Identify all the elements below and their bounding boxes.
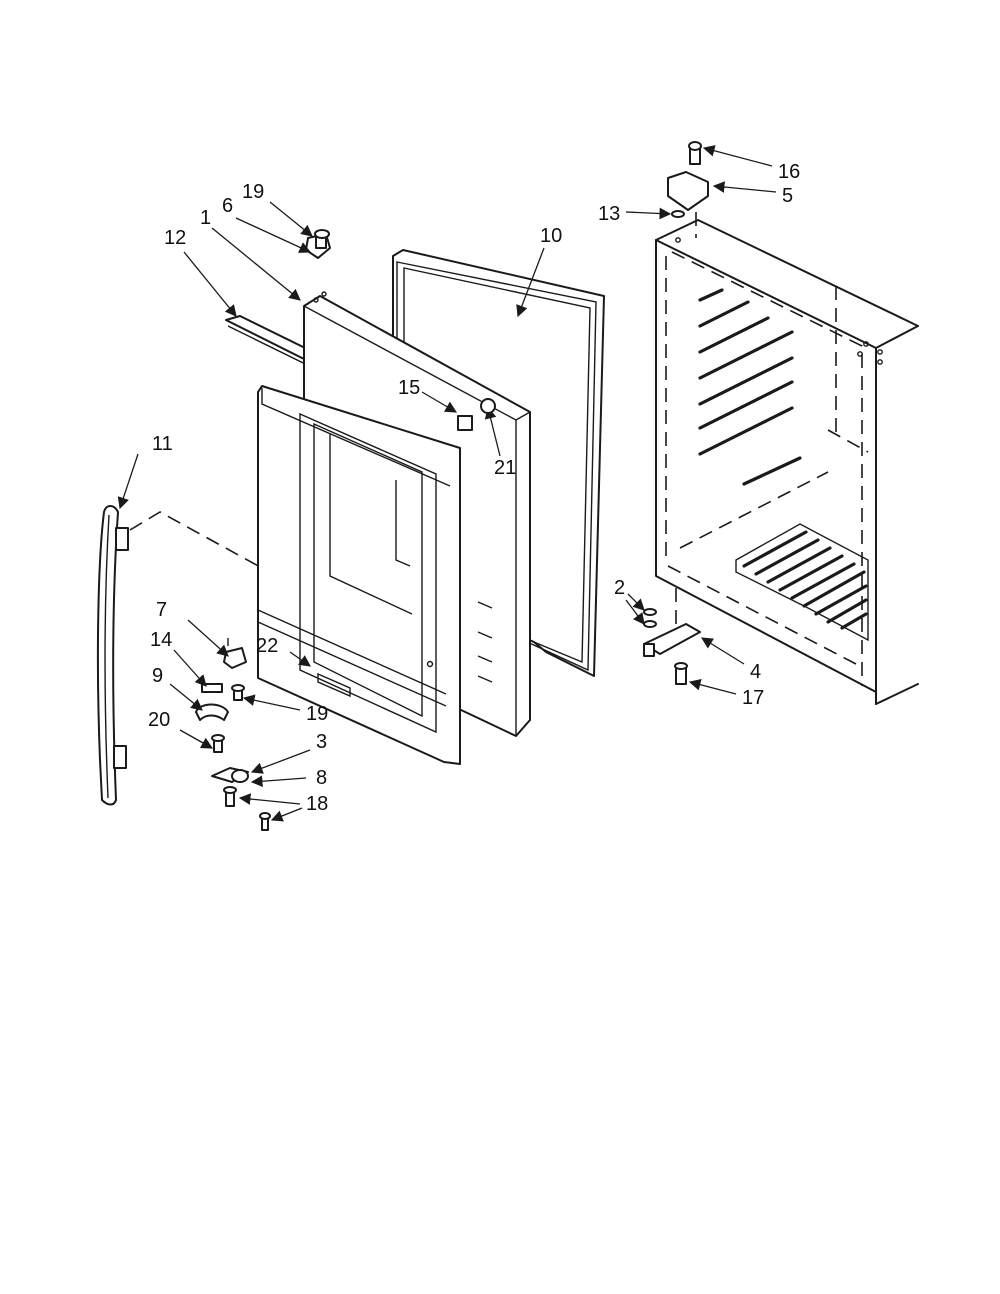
callout-17: 17	[742, 687, 764, 709]
callout-11: 11	[152, 433, 173, 455]
cabinet-bottom-hinge	[643, 588, 701, 685]
callout-19-bottom: 19	[306, 703, 328, 725]
top-door-hinge-part	[305, 229, 331, 303]
outer-door-panel	[257, 385, 461, 765]
callout-18: 18	[306, 793, 328, 815]
callout-6: 6	[222, 195, 233, 217]
refrigerator-cabinet	[655, 219, 919, 705]
callout-12: 12	[164, 227, 186, 249]
door-handle-part	[96, 505, 129, 806]
callout-19-top: 19	[242, 181, 264, 203]
callout-14: 14	[150, 629, 172, 651]
callout-22: 22	[256, 635, 278, 657]
callout-15: 15	[398, 377, 420, 399]
callout-5: 5	[782, 185, 793, 207]
callout-20: 20	[148, 709, 170, 731]
callout-21: 21	[494, 457, 516, 479]
callout-7: 7	[156, 599, 167, 621]
callout-9: 9	[152, 665, 163, 687]
callout-8: 8	[316, 767, 327, 789]
callout-3: 3	[316, 731, 327, 753]
callout-10: 10	[540, 225, 562, 247]
callout-16: 16	[778, 161, 800, 183]
callout-labels: 19 6 1 12 10 15 21 11 7 14 9 22 19 20 3 …	[117, 145, 800, 822]
callout-1: 1	[200, 207, 211, 229]
bottom-door-hinge-hardware	[195, 638, 271, 831]
callout-4: 4	[750, 661, 761, 683]
callout-2: 2	[614, 577, 625, 599]
cabinet-top-hinge	[667, 141, 709, 238]
callout-13: 13	[598, 203, 620, 225]
